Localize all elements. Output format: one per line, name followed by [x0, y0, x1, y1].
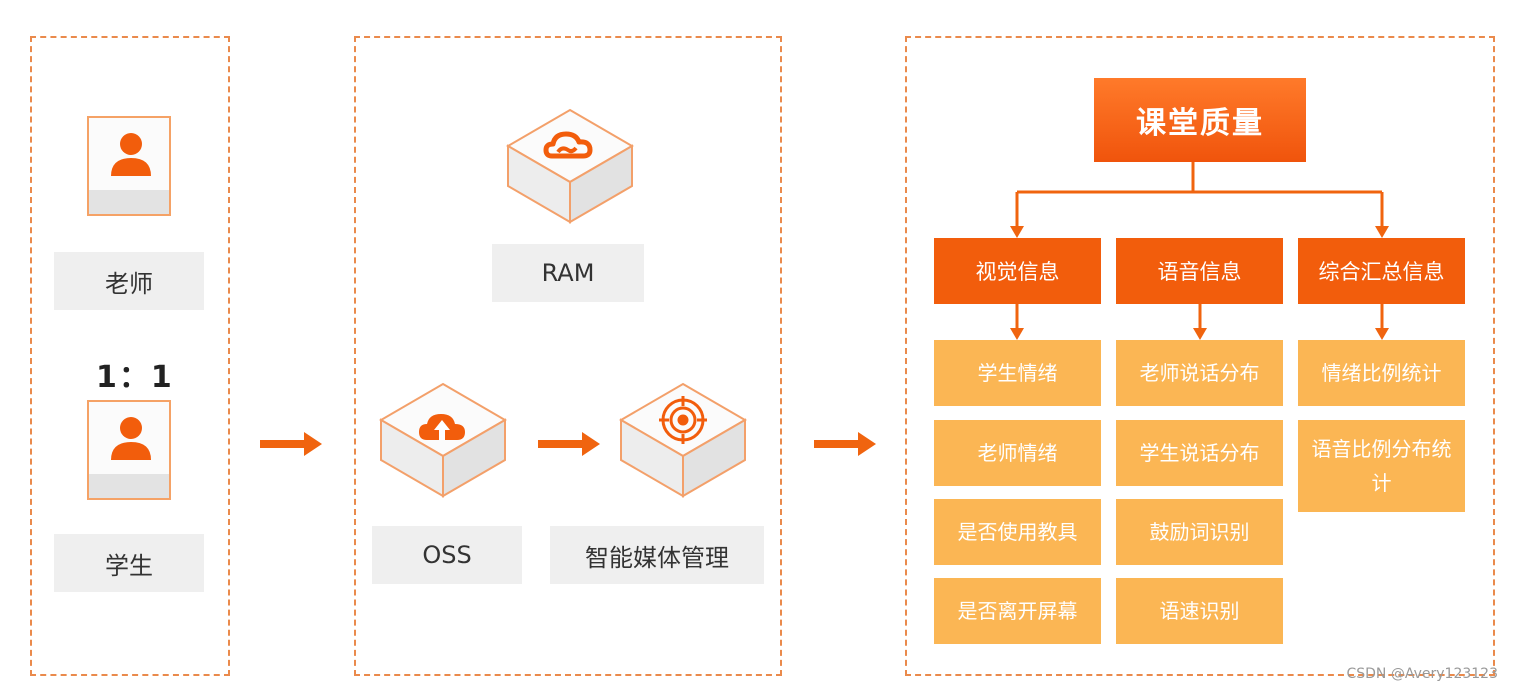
quality-title: 课堂质量 [1094, 78, 1306, 162]
leaf-item: 老师情绪 [934, 420, 1101, 486]
card-base [89, 190, 169, 214]
ratio-text: 1：1 [96, 360, 174, 395]
right-arrow-icon [538, 432, 600, 456]
category-visual: 视觉信息 [934, 238, 1101, 304]
right-arrow-icon [814, 432, 876, 456]
quality-panel [905, 36, 1495, 676]
cloud-icon [543, 131, 593, 159]
cloud-upload-icon [419, 414, 465, 440]
leaf-item: 学生情绪 [934, 340, 1101, 406]
users-panel [30, 36, 230, 676]
student-label: 学生 [54, 534, 204, 592]
leaf-item: 是否离开屏幕 [934, 578, 1101, 644]
card-base [89, 474, 169, 498]
ram-label: RAM [492, 244, 644, 302]
leaf-item: 是否使用教具 [934, 499, 1101, 565]
oss-label: OSS [372, 526, 522, 584]
category-summary: 综合汇总信息 [1298, 238, 1465, 304]
services-panel [354, 36, 782, 676]
category-audio: 语音信息 [1116, 238, 1283, 304]
oss-cube [379, 382, 507, 498]
leaf-item: 老师说话分布 [1116, 340, 1283, 406]
media-target-icon [659, 396, 707, 444]
right-arrow-icon [260, 432, 322, 456]
student-card [87, 400, 171, 500]
leaf-item: 学生说话分布 [1116, 420, 1283, 486]
leaf-item: 语速识别 [1116, 578, 1283, 644]
ram-cube [506, 108, 634, 224]
teacher-label: 老师 [54, 252, 204, 310]
media-cube [619, 382, 747, 498]
leaf-item: 情绪比例统计 [1298, 340, 1465, 406]
user-icon [111, 133, 151, 176]
watermark: CSDN @Avery123123 [1346, 666, 1498, 682]
media-label: 智能媒体管理 [550, 526, 764, 584]
leaf-item: 语音比例分布统计 [1298, 420, 1465, 512]
leaf-item: 鼓励词识别 [1116, 499, 1283, 565]
user-icon [111, 417, 151, 460]
teacher-card [87, 116, 171, 216]
